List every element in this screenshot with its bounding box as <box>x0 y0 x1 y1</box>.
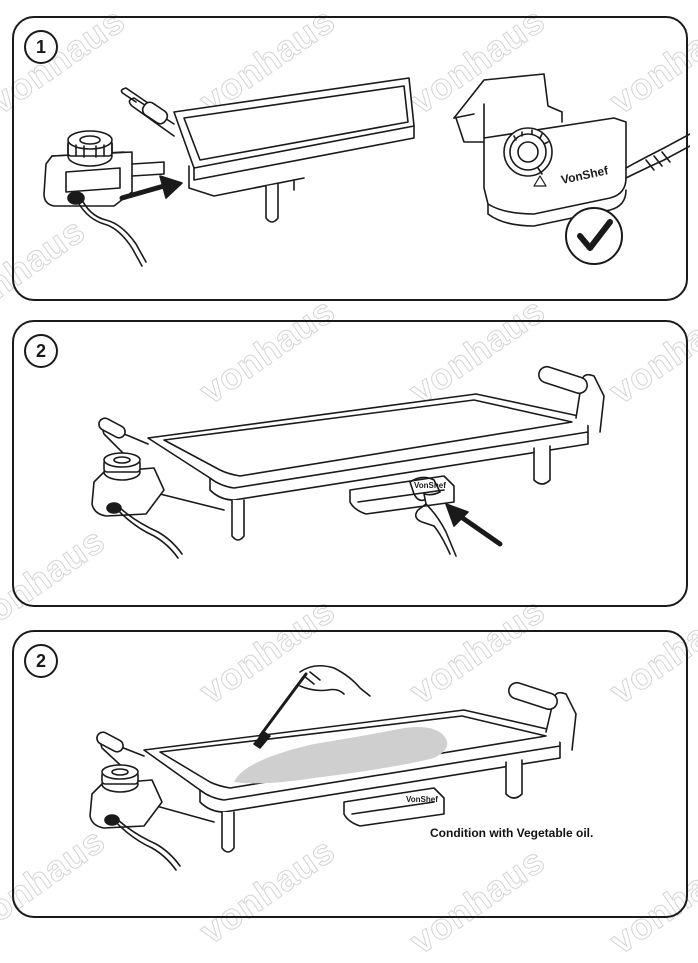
step-number-badge: 2 <box>24 644 58 678</box>
brand-label: VonShef <box>406 795 438 804</box>
step-panel-2: 2 <box>12 320 688 607</box>
step-number-badge: 1 <box>24 30 58 64</box>
step1-illustration: VonShef <box>43 73 690 267</box>
step2-illustration: VonShef <box>91 365 605 559</box>
step-caption: Condition with Vegetable oil. <box>430 826 594 840</box>
step3-illustration: VonShef <box>89 664 577 871</box>
step-number-badge: 2 <box>24 334 58 368</box>
step-panel-1: 1 <box>12 16 690 301</box>
arrow-icon <box>445 503 503 547</box>
power-plug-icon <box>43 130 165 267</box>
hand-brush-icon <box>253 664 371 749</box>
step-panel-3: 2 <box>12 630 688 918</box>
arrow-icon <box>119 175 183 201</box>
checkmark-icon <box>565 207 623 265</box>
hand-icon <box>409 476 457 557</box>
brand-label: VonShef <box>414 481 446 490</box>
